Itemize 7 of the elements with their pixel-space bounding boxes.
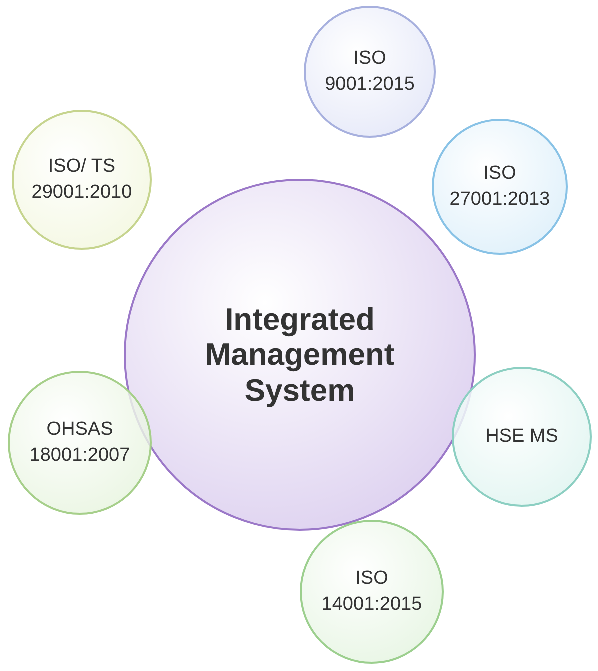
standard-label: ISO 9001:2015 (324, 47, 416, 97)
standard-label: ISO 14001:2015 (320, 567, 424, 617)
standard-label: OHSAS 18001:2007 (28, 418, 132, 468)
center-title: Integrated Management System (204, 302, 396, 408)
standard-label: ISO/ TS 29001:2010 (30, 155, 134, 205)
standard-label: ISO 27001:2013 (448, 162, 552, 212)
standard-label: HSE MS (484, 425, 560, 450)
